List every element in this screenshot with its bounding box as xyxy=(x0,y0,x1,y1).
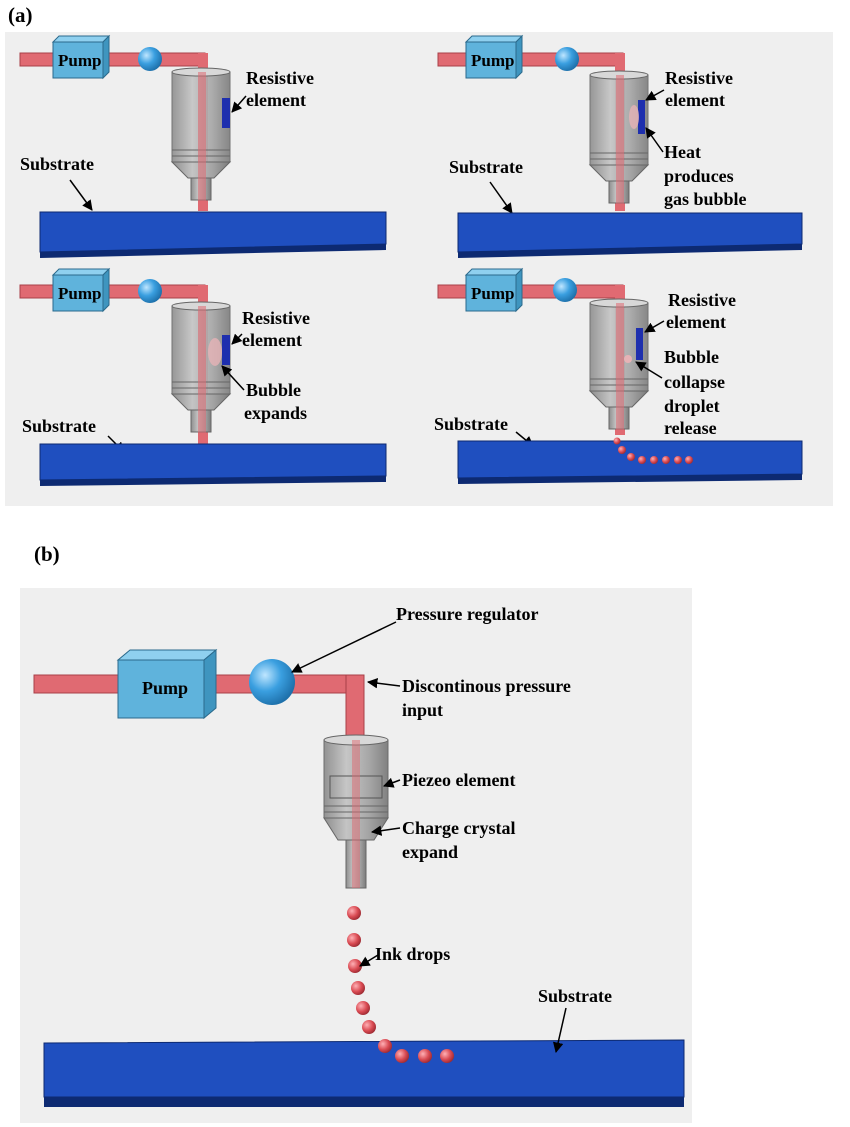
substrate xyxy=(43,1039,685,1098)
ink-drop xyxy=(378,1039,392,1053)
ink-drop xyxy=(347,933,361,947)
regulator-ball xyxy=(553,278,577,302)
pipe-vertical xyxy=(345,674,365,744)
pump-label: Pump xyxy=(142,678,188,698)
ink-drop xyxy=(362,1020,376,1034)
pump-box: Pump xyxy=(116,648,218,720)
ink-drop xyxy=(347,906,361,920)
annotation-droplet: droplet xyxy=(664,396,720,416)
annotation-bubble: Bubble xyxy=(246,380,301,400)
pressure-input-label-2: input xyxy=(402,700,443,720)
ink-drop xyxy=(351,981,365,995)
annotation-produces: produces xyxy=(664,166,734,186)
panel-b-system: Pump Pressure regulator Discontinous pre… xyxy=(33,604,685,1107)
annotation-element: element xyxy=(242,330,302,350)
expanding-bubble xyxy=(208,338,222,366)
pump-box: Pump xyxy=(51,267,111,313)
pressure-regulator-ball xyxy=(249,659,295,705)
annotation-bubble: Bubble xyxy=(664,347,719,367)
pump-label: Pump xyxy=(58,284,101,303)
collapsed-bubble xyxy=(624,355,632,363)
annotation-resistive: Resistive xyxy=(246,68,314,88)
ink-droplet xyxy=(638,456,646,464)
regulator-ball xyxy=(138,279,162,303)
pump-label: Pump xyxy=(58,51,101,70)
pressure-regulator-label: Pressure regulator xyxy=(396,604,538,624)
charge-crystal-label-2: expand xyxy=(402,842,458,862)
resistive-element xyxy=(636,328,643,360)
annotation-element: element xyxy=(666,312,726,332)
annotation-element: element xyxy=(665,90,725,110)
annotation-resistive: Resistive xyxy=(668,290,736,310)
ink-droplets xyxy=(613,437,693,464)
panel-a-label: (a) xyxy=(8,3,33,27)
substrate-label: Substrate xyxy=(20,154,94,174)
ink-droplet xyxy=(627,453,635,461)
ink-drops-label: Ink drops xyxy=(375,944,450,964)
annotation-release: release xyxy=(664,418,717,438)
pipe xyxy=(19,52,206,67)
ink-drop xyxy=(418,1049,432,1063)
ink-drop xyxy=(348,959,362,973)
substrate-label: Substrate xyxy=(434,414,508,434)
ink-droplet xyxy=(674,456,682,464)
ink-droplet xyxy=(685,456,693,464)
ink-drops xyxy=(347,906,454,1063)
ink-drop xyxy=(395,1049,409,1063)
ink-droplet xyxy=(613,437,621,445)
gas-bubble xyxy=(629,105,639,129)
pump-box: Pump xyxy=(464,267,524,313)
charge-crystal-label-1: Charge crystal xyxy=(402,818,515,838)
pressure-input-label-1: Discontinous pressure xyxy=(402,676,571,696)
ink-drop xyxy=(356,1001,370,1015)
frame-2: Pump Resistive element Heat produces gas… xyxy=(437,34,803,258)
annotation-heat: Heat xyxy=(664,142,701,162)
annotation-expands: expands xyxy=(244,403,307,423)
panel-b-label: (b) xyxy=(34,542,60,566)
pump-label: Pump xyxy=(471,284,514,303)
substrate-label: Substrate xyxy=(22,416,96,436)
ink-droplet xyxy=(618,446,626,454)
annotation-collapse: collapse xyxy=(664,372,725,392)
pump-box: Pump xyxy=(51,34,111,80)
annotation-gas-bubble: gas bubble xyxy=(664,189,747,209)
regulator-ball xyxy=(555,47,579,71)
ink-droplet xyxy=(662,456,670,464)
substrate-label: Substrate xyxy=(449,157,523,177)
pipe xyxy=(19,284,206,299)
piezo-nozzle xyxy=(323,734,389,889)
annotation-resistive: Resistive xyxy=(242,308,310,328)
resistive-element xyxy=(222,335,230,365)
frame-3: Pump Resistive element Bubble expands Su… xyxy=(19,267,387,486)
piezo-element-label: Piezeo element xyxy=(402,770,515,790)
pump-label: Pump xyxy=(471,51,514,70)
nozzle xyxy=(588,298,650,433)
annotation-element: element xyxy=(246,90,306,110)
ink-droplet xyxy=(650,456,658,464)
panel-a-background xyxy=(5,32,833,506)
regulator-ball xyxy=(138,47,162,71)
resistive-element xyxy=(222,98,230,128)
nozzle xyxy=(170,301,232,441)
frame-4: Pump Resistive element Bubble collapse d… xyxy=(434,267,803,484)
substrate xyxy=(39,443,387,481)
ink-drop xyxy=(440,1049,454,1063)
resistive-element xyxy=(638,100,645,134)
annotation-resistive: Resistive xyxy=(665,68,733,88)
frame-1: Pump Resistive element Substrate xyxy=(19,34,387,258)
pump-box: Pump xyxy=(464,34,524,80)
substrate-label: Substrate xyxy=(538,986,612,1006)
